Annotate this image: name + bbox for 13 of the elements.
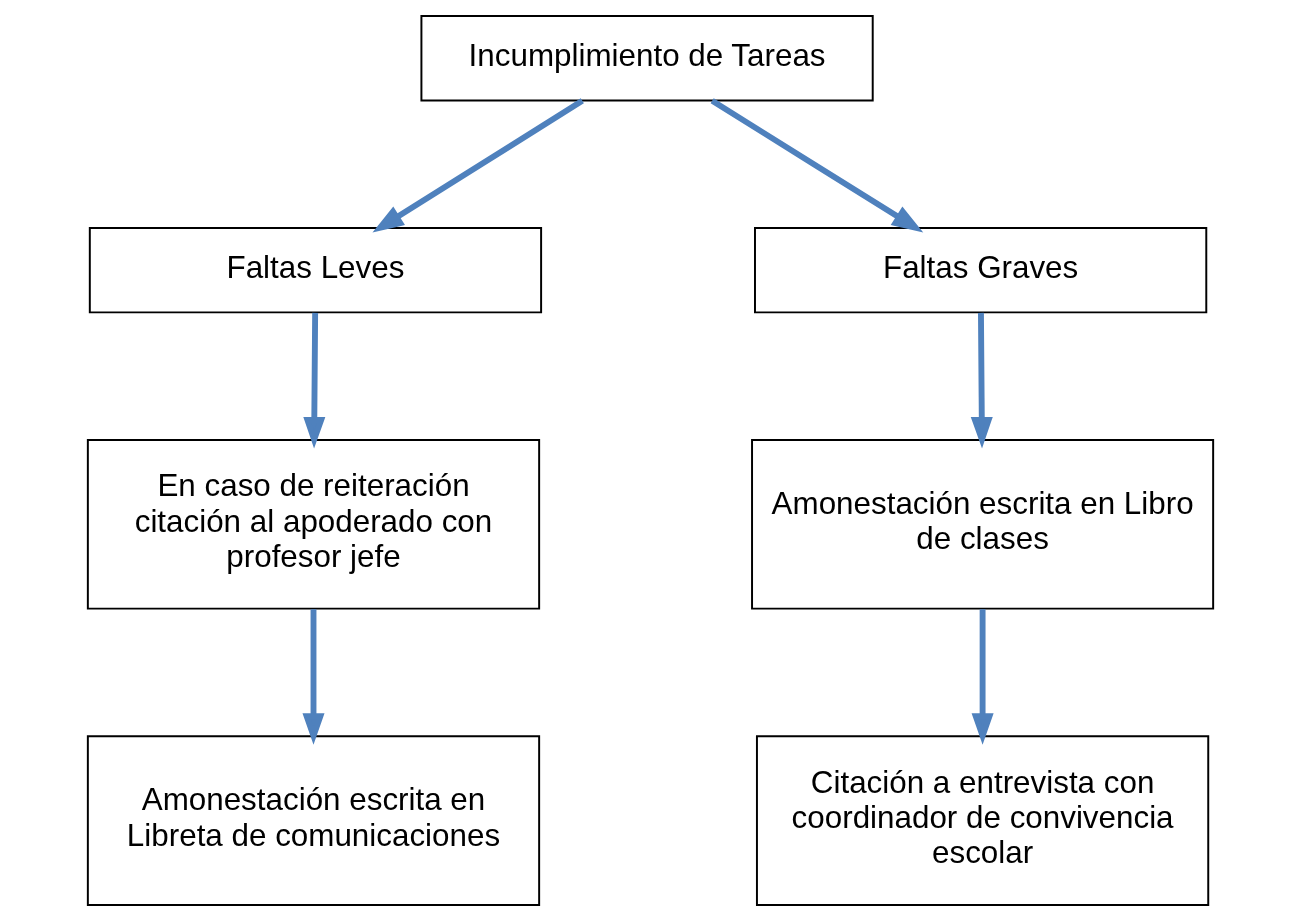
arrow — [371, 98, 584, 233]
node-box: Citación a entrevista con coordinador de convivencia escolar — [755, 735, 1209, 906]
arrow — [301, 609, 325, 745]
arrow — [710, 98, 923, 233]
arrow — [302, 312, 325, 449]
node-box: Amonestación escrita en Libreta de comunicaciones — [86, 735, 540, 906]
node-box: Amonestación escrita en Libro de clases — [750, 438, 1214, 610]
node-box: Faltas Graves — [753, 227, 1207, 314]
arrow — [970, 312, 993, 449]
node-box: En caso de reiteración citación al apoderado con profesor jefe — [86, 438, 540, 610]
node-box: Faltas Leves — [88, 227, 542, 314]
node-box: Incumplimiento de Tareas — [419, 15, 874, 102]
arrow — [971, 609, 994, 745]
